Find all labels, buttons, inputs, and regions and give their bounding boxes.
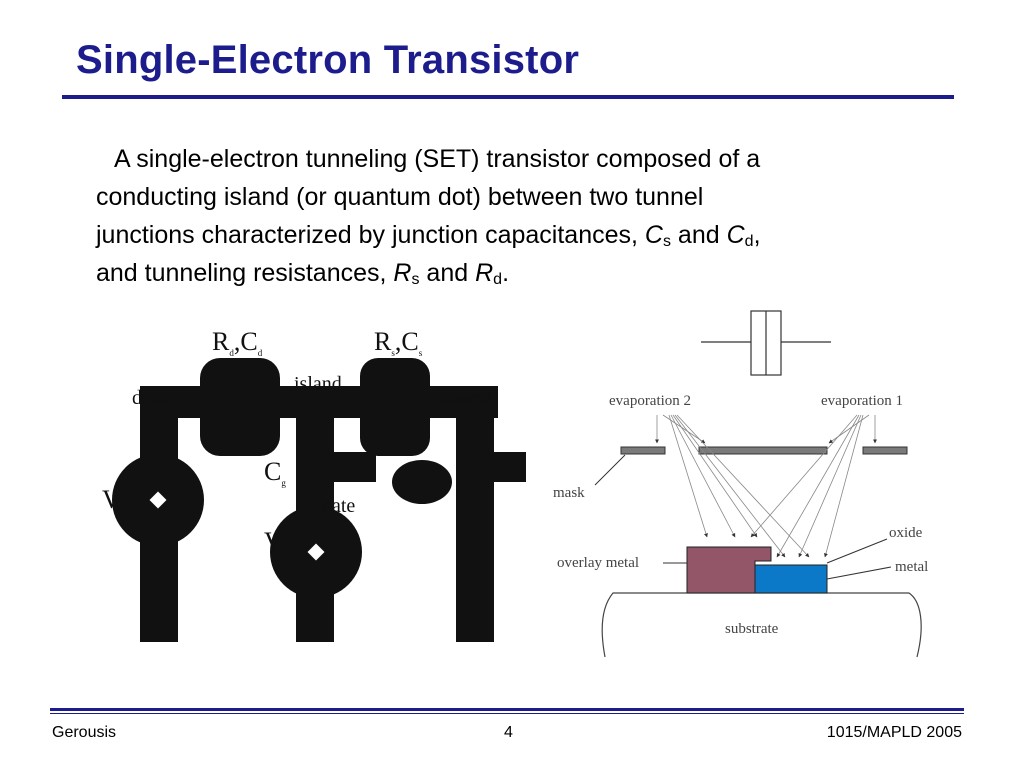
body-line-2: conducting island (or quantum dot) betwe…	[96, 183, 704, 211]
slide-title: Single-Electron Transistor	[76, 38, 580, 82]
ray-1-d	[798, 414, 862, 558]
body-line-3-text: junctions characterized by junction capa…	[96, 221, 645, 249]
label-drain: drain	[132, 387, 173, 409]
circuit-labels: Rd,Cd Rs,Cs drain island source Cg gate …	[102, 327, 492, 556]
ray-1-b	[828, 414, 870, 444]
label-source: source	[440, 387, 492, 409]
ray-2-d	[670, 414, 736, 538]
label-evaporation-2: evaporation 2	[609, 393, 691, 409]
label-rs: Rs,Cs	[374, 327, 423, 358]
evaporation-diagram: evaporation 2 evaporation 1 mask oxide o…	[553, 310, 928, 658]
gate-capacitor-plate-2	[464, 452, 526, 482]
title-underline	[62, 95, 954, 99]
rs-subscript: s	[411, 271, 420, 288]
body-line-1: A single-electron tunneling (SET) transi…	[114, 145, 761, 173]
footer-rule-thick	[50, 708, 964, 711]
label-v1: V	[102, 485, 121, 514]
rd-symbol: R	[475, 259, 494, 287]
and-text-1: and	[670, 221, 727, 249]
junction-rd-cd	[200, 358, 280, 456]
gate-lead-end	[302, 622, 328, 642]
label-cg: Cg	[264, 457, 286, 488]
label-overlay-metal: overlay metal	[557, 555, 639, 571]
source-2-mark	[307, 543, 325, 561]
body-line-3: junctions characterized by junction capa…	[96, 216, 966, 254]
rd-subscript: d	[493, 271, 503, 288]
mask-bar-right	[862, 446, 908, 455]
body-paragraph: A single-electron tunneling (SET) transi…	[96, 140, 966, 292]
source-lead	[456, 386, 494, 642]
ray-2-f	[674, 414, 786, 558]
ray-1-f	[750, 414, 858, 538]
label-metal: metal	[895, 559, 928, 575]
label-rd: Rd,Cd	[212, 327, 263, 358]
metal-leader	[826, 566, 892, 580]
mask-bar-center	[698, 446, 828, 455]
line-4-end: .	[502, 259, 510, 287]
drain-lead-end	[146, 622, 172, 642]
ray-1-e	[776, 414, 860, 558]
junction-rs-cs	[360, 358, 430, 456]
circuit-shapes	[112, 358, 526, 642]
mask-leader	[594, 454, 626, 486]
ray-1-c	[823, 414, 864, 558]
junction-symbol	[701, 310, 831, 376]
line-3-end: ,	[753, 221, 761, 249]
and-text-2: and	[419, 259, 476, 287]
mask-bar-left	[620, 446, 666, 455]
source-lead-end	[462, 622, 488, 642]
label-oxide: oxide	[889, 525, 923, 541]
label-island: island	[294, 373, 342, 395]
label-mask: mask	[553, 485, 585, 501]
body-line-4-text: and tunneling resistances,	[96, 259, 394, 287]
gate-capacitor-plate-1	[312, 452, 376, 482]
footer-rule-thin	[50, 713, 964, 714]
leaders	[663, 538, 892, 580]
label-evaporation-1: evaporation 1	[821, 393, 903, 409]
metal-block	[754, 564, 828, 594]
label-v2: V	[264, 527, 283, 556]
ray-2-b	[662, 414, 706, 444]
fab-labels: evaporation 2 evaporation 1 mask oxide o…	[553, 393, 928, 637]
footer-author: Gerousis	[52, 724, 117, 741]
label-gate: gate	[322, 495, 355, 517]
mask-bars	[620, 446, 908, 455]
ray-2-g	[676, 414, 810, 558]
ray-2-e	[672, 414, 758, 538]
body-line-4: and tunneling resistances, Rs and Rd.	[96, 254, 966, 292]
gate-blob	[392, 460, 452, 504]
oxide-leader	[826, 538, 888, 564]
cs-symbol: C	[644, 221, 663, 249]
cd-subscript: d	[744, 233, 754, 250]
rs-symbol: R	[393, 259, 412, 287]
footer-event: 1015/MAPLD 2005	[826, 724, 962, 741]
footer-page-number: 4	[504, 724, 513, 741]
evaporation-rays	[655, 414, 877, 558]
overlay-metal-block	[686, 546, 772, 594]
cd-symbol: C	[726, 221, 745, 249]
set-circuit-diagram: Rd,Cd Rs,Cs drain island source Cg gate …	[102, 327, 526, 642]
ray-2-c	[668, 414, 708, 538]
cs-subscript: s	[662, 233, 671, 250]
label-substrate: substrate	[725, 621, 779, 637]
